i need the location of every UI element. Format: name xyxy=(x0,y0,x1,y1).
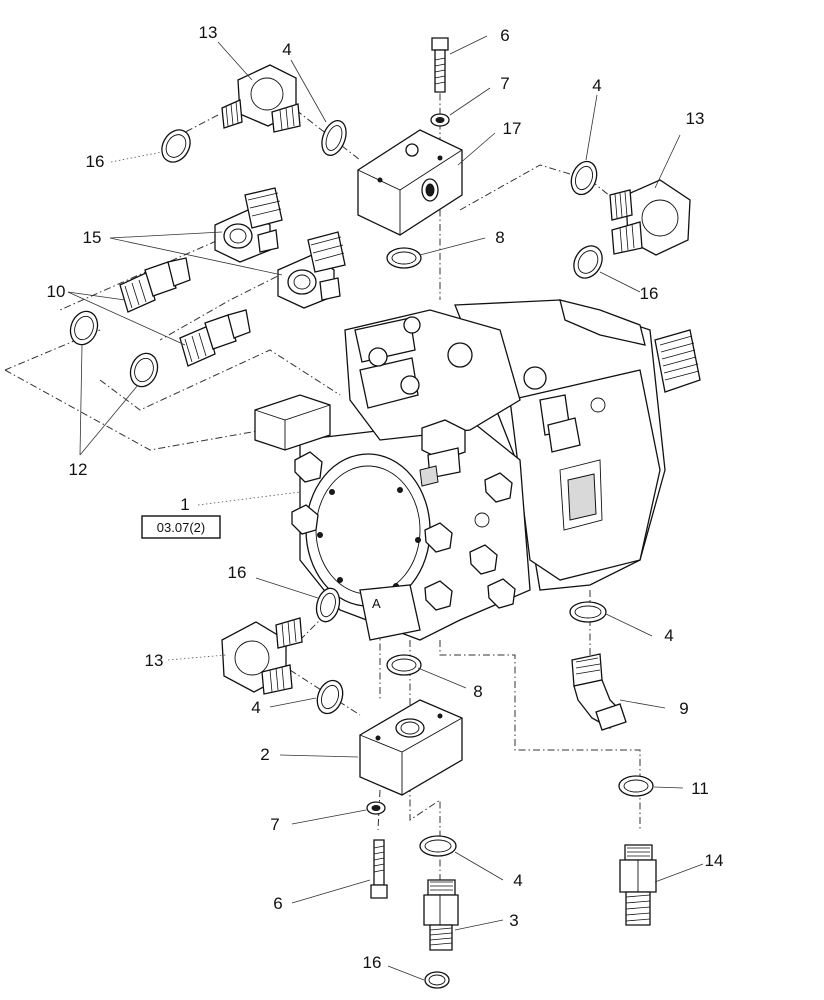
callout-2: 2 xyxy=(260,745,269,764)
bottom-bolt xyxy=(370,839,388,899)
adapter-lower xyxy=(179,309,251,367)
plug-fitting-3 xyxy=(423,879,459,951)
callout-11: 11 xyxy=(691,779,709,798)
drive-shaft-spline xyxy=(654,329,701,393)
callout-12: 12 xyxy=(69,460,88,479)
callout-13-top-left: 13 xyxy=(199,23,218,42)
cover-bolts xyxy=(291,451,516,611)
top-bolt xyxy=(431,37,449,93)
callout-4-top-left: 4 xyxy=(282,40,291,59)
callout-6-bottom: 6 xyxy=(273,894,282,913)
sensor-housing xyxy=(254,394,331,451)
adapter-upper xyxy=(119,257,191,313)
plug-fitting-14 xyxy=(619,844,657,926)
callout-14: 14 xyxy=(705,851,724,870)
elbow-90-fitting xyxy=(571,653,627,731)
callout-8-top: 8 xyxy=(495,228,504,247)
callout-10: 10 xyxy=(47,282,66,301)
leader-lines xyxy=(67,35,704,981)
reference-box-text: 03.07(2) xyxy=(157,520,205,535)
washers-7 xyxy=(366,113,450,815)
callout-15: 15 xyxy=(83,228,102,247)
callout-4-right: 4 xyxy=(664,626,673,645)
elbow-fitting-top-left xyxy=(221,64,301,133)
callout-labels: 13 4 6 7 17 4 13 16 15 8 16 10 12 1 16 4… xyxy=(47,23,724,972)
callout-9: 9 xyxy=(679,699,688,718)
elbow-fitting-lower-left xyxy=(221,617,303,695)
o-rings xyxy=(69,120,654,989)
callout-16-top-left: 16 xyxy=(86,152,105,171)
top-port-block xyxy=(357,129,463,236)
hydraulic-pump-body: A xyxy=(254,299,701,641)
callout-4-top-right: 4 xyxy=(592,76,601,95)
callout-8-lower: 8 xyxy=(473,682,482,701)
callout-4-lower-left: 4 xyxy=(251,698,260,717)
callout-7-top: 7 xyxy=(500,74,509,93)
bottom-port-block xyxy=(359,699,463,796)
callout-6-top: 6 xyxy=(500,26,509,45)
callout-1: 1 xyxy=(180,495,189,514)
callout-16-bottom: 16 xyxy=(363,953,382,972)
reference-box[interactable]: 03.07(2) xyxy=(141,515,221,539)
callout-16-middle: 16 xyxy=(228,563,247,582)
svg-text:A: A xyxy=(372,596,381,611)
callout-16-top-right: 16 xyxy=(640,284,659,303)
elbow-fitting-top-right xyxy=(609,179,691,256)
callout-4-bottom: 4 xyxy=(513,871,522,890)
callout-3: 3 xyxy=(509,911,518,930)
tee-fitting-lower xyxy=(277,231,346,309)
callout-7-bottom: 7 xyxy=(270,815,279,834)
callout-13-top-right: 13 xyxy=(686,109,705,128)
callout-13-lower-left: 13 xyxy=(145,651,164,670)
tee-fitting-upper xyxy=(214,187,283,263)
callout-17: 17 xyxy=(503,119,522,138)
